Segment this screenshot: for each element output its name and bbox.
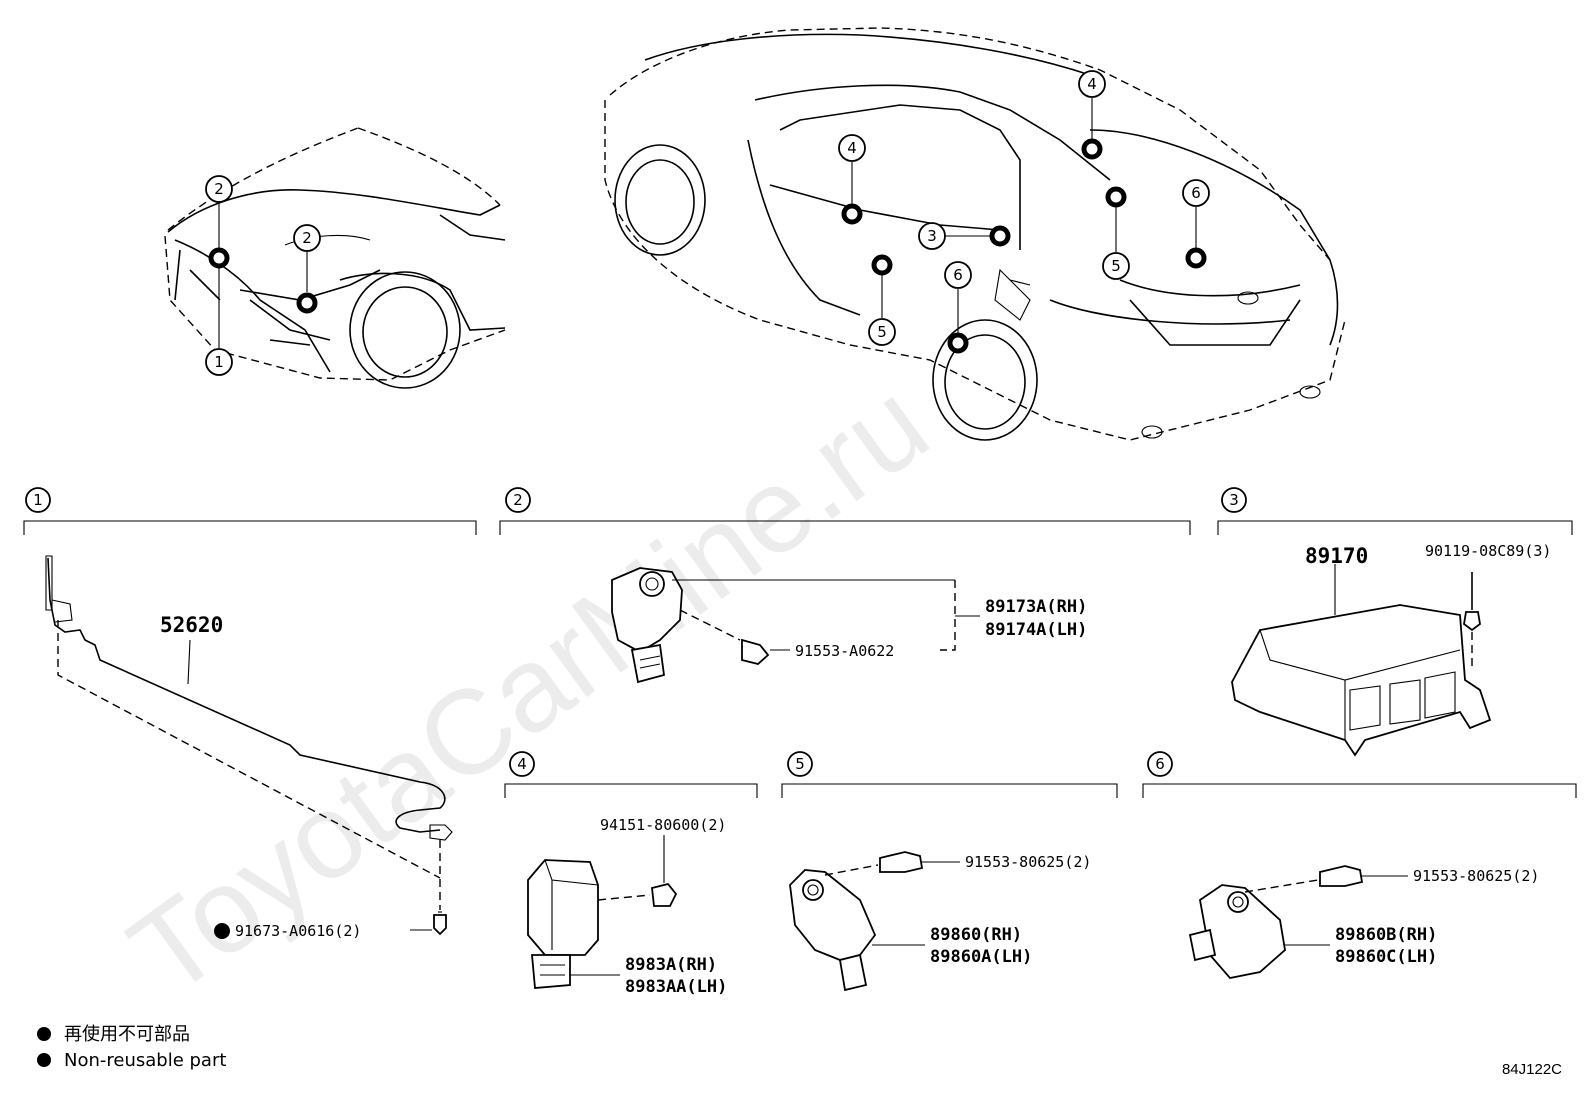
airbag-ecu-89170-icon bbox=[1231, 604, 1492, 757]
mount-point-marker bbox=[989, 225, 1011, 247]
callout-5-number: 5 bbox=[1111, 257, 1121, 275]
section-3-circle bbox=[1221, 487, 1247, 513]
front-car-illustration bbox=[164, 127, 506, 389]
mount-point-marker bbox=[1185, 247, 1207, 269]
legend: 再使用不可部品 Non-reusable part bbox=[37, 1024, 226, 1071]
legend-bullet-icon bbox=[37, 1053, 51, 1067]
rear-sensor-89860-icon bbox=[789, 869, 877, 961]
callout-4-number: 4 bbox=[1087, 75, 1097, 93]
section-6-bracket bbox=[1142, 783, 1577, 798]
section-1-number: 1 bbox=[33, 491, 43, 509]
mount-point-marker bbox=[1081, 138, 1103, 160]
rear-car-illustration bbox=[604, 27, 1346, 441]
mount-point-marker bbox=[1105, 186, 1127, 208]
callout-4-circle bbox=[838, 134, 866, 162]
legend-line-en: Non-reusable part bbox=[64, 1050, 226, 1071]
section-4-bracket bbox=[504, 783, 758, 798]
callout-2-number: 2 bbox=[302, 229, 312, 247]
section-2-front-sensor: 91553-A0622 89173A(RH) 89174A(LH) bbox=[611, 567, 1087, 684]
part-8983a-rh-label: 8983A(RH) bbox=[625, 955, 717, 975]
section-3-bracket bbox=[1217, 520, 1573, 535]
part-89860-rh-label: 89860(RH) bbox=[930, 925, 1022, 945]
part-91673-label: 91673-A0616(2) bbox=[235, 922, 361, 940]
callout-6-number: 6 bbox=[953, 266, 963, 284]
callout-2-circle bbox=[205, 175, 233, 203]
callout-2-number: 2 bbox=[214, 180, 224, 198]
legend-bullet-icon bbox=[37, 1027, 51, 1041]
rear-sensor-89860b-icon bbox=[1199, 884, 1286, 979]
section-2-circle bbox=[505, 487, 531, 513]
callout-1-number: 1 bbox=[214, 353, 224, 371]
part-89173a-rh-label: 89173A(RH) bbox=[985, 597, 1087, 617]
mount-point-marker bbox=[871, 254, 893, 276]
mount-point-marker bbox=[296, 292, 318, 314]
part-89860a-lh-label: 89860A(LH) bbox=[930, 947, 1032, 967]
mount-point-marker bbox=[841, 203, 863, 225]
callout-2-circle bbox=[293, 224, 321, 252]
section-4-circle bbox=[509, 751, 535, 777]
section-2-number: 2 bbox=[513, 491, 523, 509]
mount-point-marker bbox=[208, 247, 230, 269]
callout-4-number: 4 bbox=[847, 139, 857, 157]
callout-4-circle bbox=[1078, 70, 1106, 98]
callout-1-circle bbox=[205, 348, 233, 376]
part-91553-80625-label: 91553-80625(2) bbox=[965, 853, 1091, 871]
section-2-bracket bbox=[499, 520, 1191, 535]
section-4-side-sensor: 8983A(RH) 8983AA(LH) 94151-80600(2) bbox=[527, 816, 727, 997]
callout-3-number: 3 bbox=[927, 227, 937, 245]
part-90119-label: 90119-08C89(3) bbox=[1425, 542, 1551, 560]
section-6-circle bbox=[1147, 751, 1173, 777]
callout-6-circle bbox=[1182, 179, 1210, 207]
section-3-number: 3 bbox=[1229, 491, 1239, 509]
callout-6-circle bbox=[944, 261, 972, 289]
part-8983aa-lh-label: 8983AA(LH) bbox=[625, 977, 727, 997]
callout-5-circle bbox=[868, 318, 896, 346]
car-callouts: 2 2 1 4 4 3 5 5 6 6 bbox=[205, 70, 1210, 376]
section-headers: 1 2 3 4 5 6 bbox=[23, 487, 1577, 798]
section-1-bracket bbox=[23, 520, 477, 535]
section-5-circle bbox=[787, 751, 813, 777]
part-89860b-rh-label: 89860B(RH) bbox=[1335, 925, 1437, 945]
section-3-airbag-ecu: 89170 90119-08C89(3) bbox=[1231, 542, 1551, 757]
front-sensor-89173a-icon bbox=[611, 567, 683, 654]
part-52620-label: 52620 bbox=[160, 613, 223, 637]
section-6-number: 6 bbox=[1155, 755, 1165, 773]
bolt-90119-icon bbox=[1463, 611, 1481, 632]
callout-5-circle bbox=[1102, 252, 1130, 280]
harness-wire bbox=[47, 557, 446, 833]
bolt-91553-80625-icon bbox=[1319, 865, 1364, 887]
callout-6-number: 6 bbox=[1191, 184, 1201, 202]
section-1-wire-harness: 52620 91673-A0616(2) bbox=[45, 555, 453, 940]
callout-3-circle bbox=[918, 222, 946, 250]
part-91553-80625-label: 91553-80625(2) bbox=[1413, 867, 1539, 885]
callout-5-number: 5 bbox=[877, 323, 887, 341]
section-5-number: 5 bbox=[795, 755, 805, 773]
section-1-circle bbox=[25, 487, 51, 513]
section-6-rear-sensor: 91553-80625(2) 89860B(RH) 89860C(LH) bbox=[1188, 865, 1539, 979]
side-sensor-8983a-icon bbox=[527, 859, 599, 956]
part-89170-label: 89170 bbox=[1305, 544, 1368, 568]
legend-line-jp: 再使用不可部品 bbox=[64, 1024, 190, 1045]
part-91553-a0622-label: 91553-A0622 bbox=[795, 642, 894, 660]
part-89174a-lh-label: 89174A(LH) bbox=[985, 620, 1087, 640]
section-5-rear-sensor: 91553-80625(2) 89860(RH) 89860A(LH) bbox=[789, 851, 1091, 992]
bolt-91673-icon bbox=[433, 914, 447, 936]
bolt-91553-a0622-icon bbox=[741, 638, 770, 665]
part-94151-label: 94151-80600(2) bbox=[600, 816, 726, 834]
section-4-number: 4 bbox=[517, 755, 527, 773]
part-89860c-lh-label: 89860C(LH) bbox=[1335, 947, 1437, 967]
nut-94151-icon bbox=[651, 882, 678, 907]
harness-connector bbox=[429, 824, 453, 841]
figure-code: 84J122C bbox=[1502, 1061, 1562, 1078]
non-reusable-marker-icon bbox=[214, 923, 230, 939]
mount-point-marker bbox=[947, 332, 969, 354]
section-5-bracket bbox=[781, 783, 1118, 798]
bolt-91553-80625-icon bbox=[879, 851, 924, 873]
